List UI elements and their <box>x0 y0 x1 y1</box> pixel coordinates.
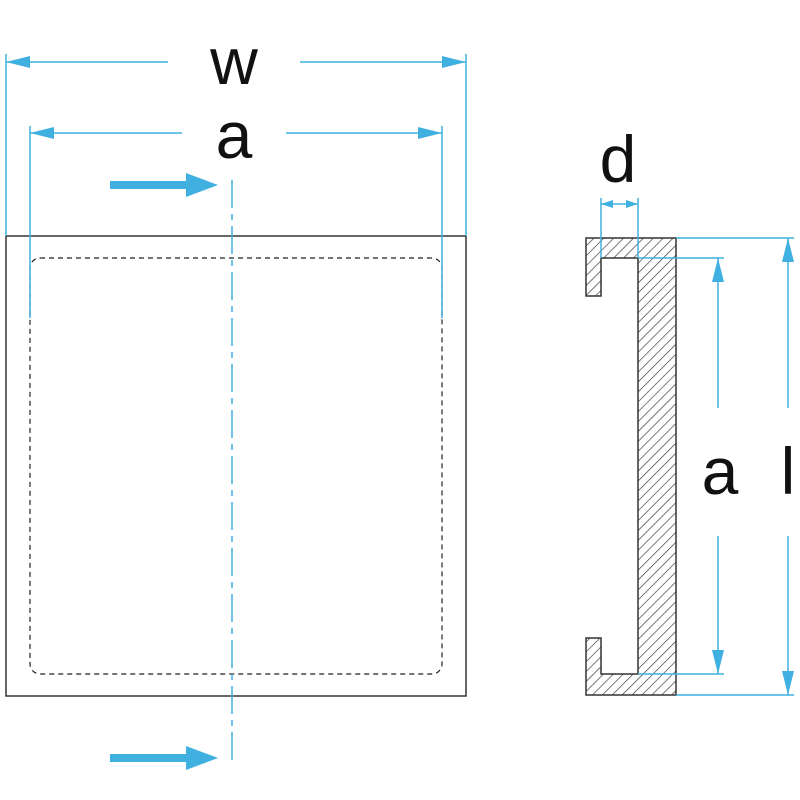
thickness-dimension: d <box>600 122 639 258</box>
inner-width-dimension: a <box>29 98 443 318</box>
right-arrow-icon <box>110 173 218 197</box>
arrowhead-right <box>626 200 638 208</box>
width-label: w <box>209 24 258 98</box>
arrowhead-bottom <box>782 671 794 695</box>
front-view <box>5 180 467 760</box>
arrowhead-top <box>782 238 794 262</box>
arrowhead-left <box>6 56 30 68</box>
width-dimension: w <box>5 24 467 236</box>
arrowhead-bottom <box>712 650 724 674</box>
hatched-profile <box>585 237 677 696</box>
right-arrow-icon <box>110 746 218 770</box>
height-label: l <box>781 434 796 508</box>
arrowhead-right <box>418 127 442 139</box>
arrowhead-right <box>442 56 466 68</box>
inner-width-label: a <box>216 98 253 172</box>
height-dimension: l <box>676 237 796 696</box>
arrowhead-left <box>30 127 54 139</box>
arrowhead-top <box>712 258 724 282</box>
arrowhead-left <box>601 200 613 208</box>
inner-height-label: a <box>702 434 739 508</box>
inner-height-dimension: a <box>638 257 739 675</box>
outer-frame <box>5 235 467 697</box>
side-section-view <box>585 237 677 696</box>
thickness-label: d <box>600 122 637 196</box>
inner-opening <box>29 257 443 675</box>
